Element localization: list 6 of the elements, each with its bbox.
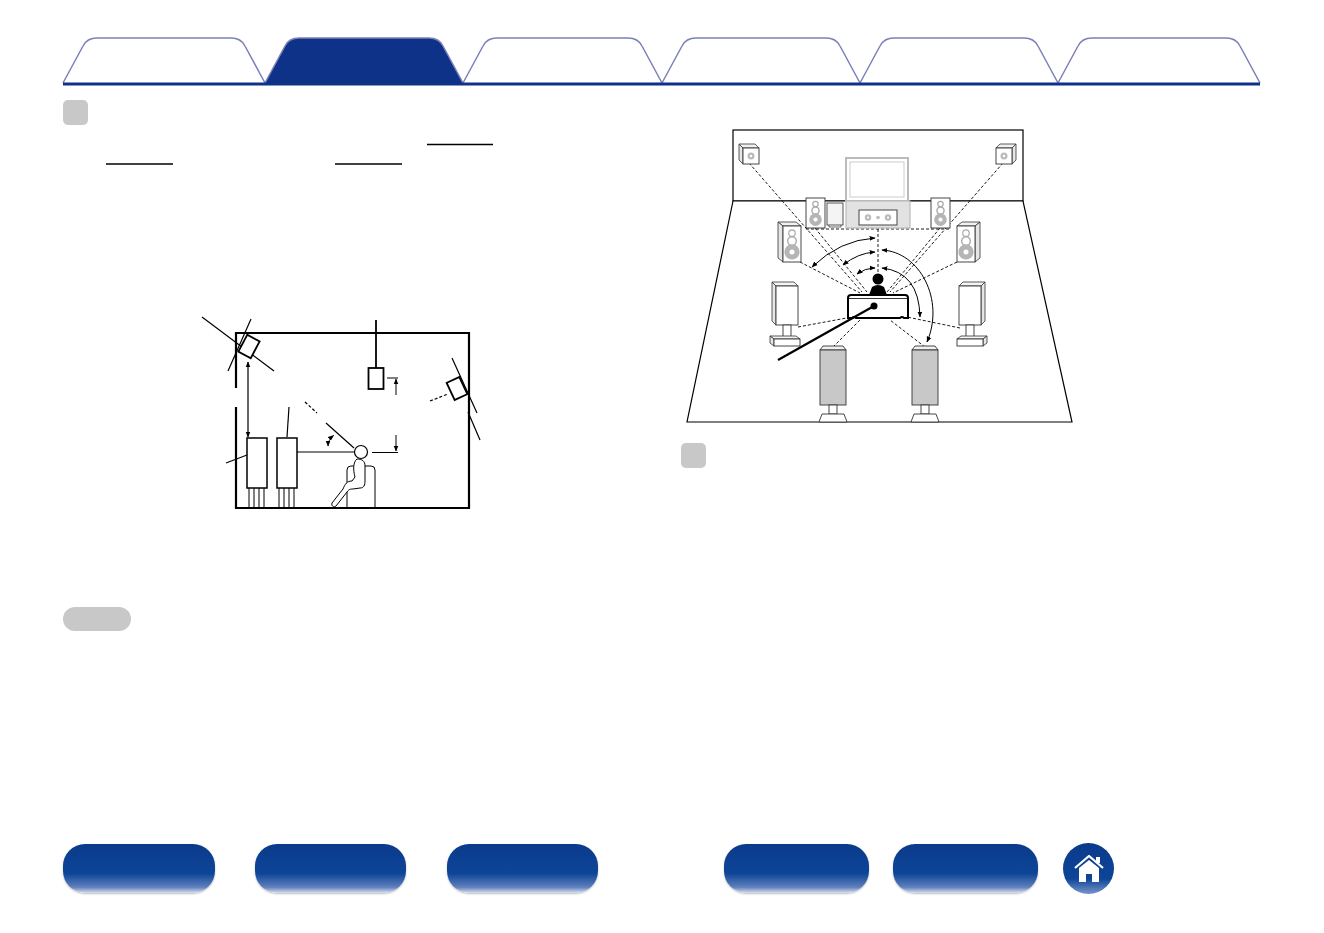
navigation-tab	[661, 37, 861, 84]
active-navigation-tab	[264, 37, 464, 84]
navigation-tab	[62, 37, 266, 84]
navigation-tab	[859, 37, 1059, 84]
navigation-tab	[1057, 37, 1261, 84]
navigation-tab	[462, 37, 663, 84]
